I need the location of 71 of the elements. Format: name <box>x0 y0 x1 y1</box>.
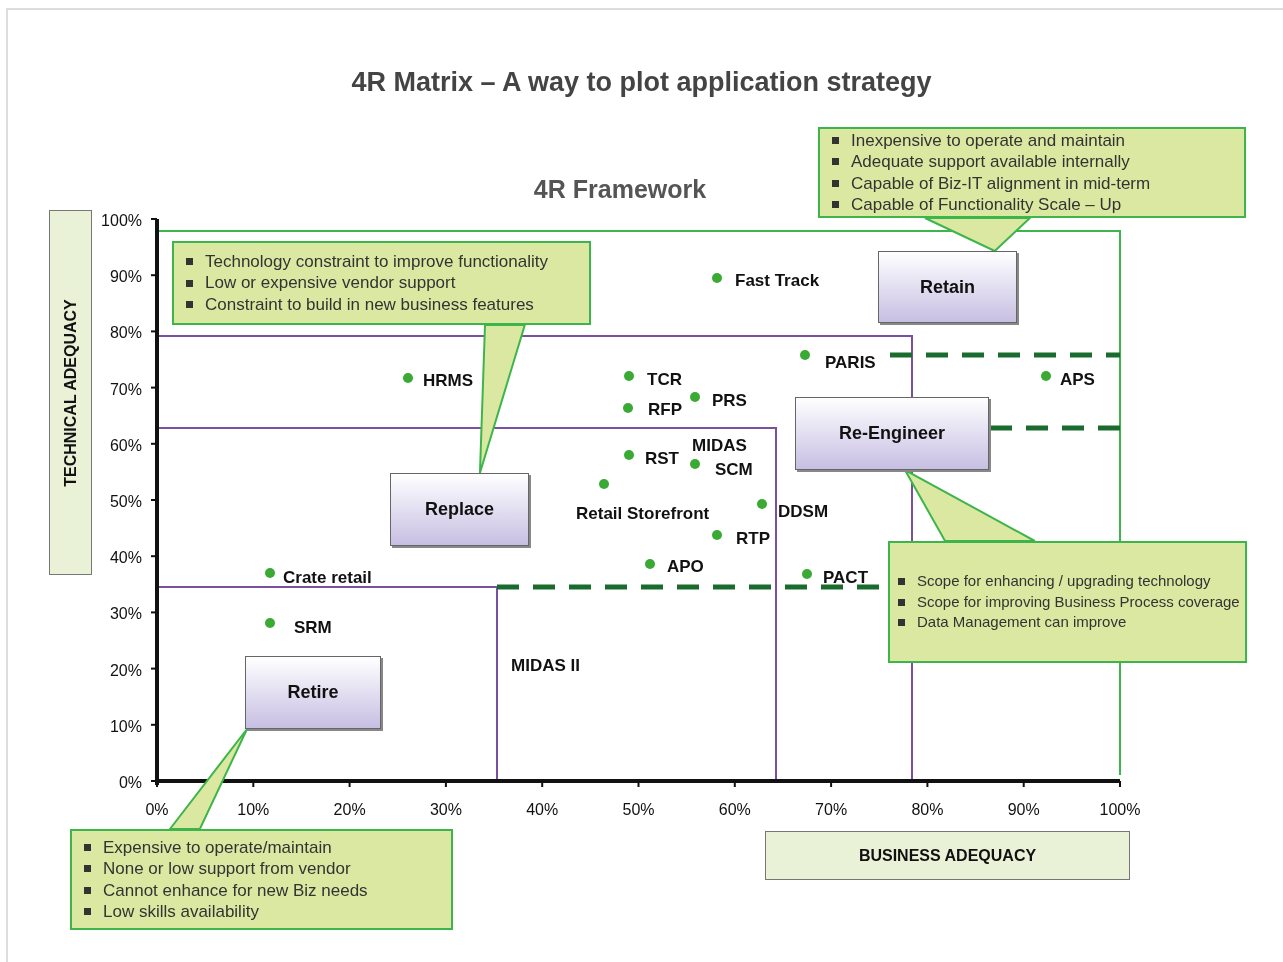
application-label: Crate retail <box>283 567 372 589</box>
application-label: MIDAS II <box>511 655 580 677</box>
bullet-text: Data Management can improve <box>917 613 1127 633</box>
application-label: RTP <box>736 528 770 550</box>
application-label: PRS <box>712 390 747 412</box>
axis-title: BUSINESS ADEQUACY <box>858 845 1037 866</box>
x-tick-label: 0% <box>144 800 170 820</box>
axis-title: TECHNICAL ADEQUACY <box>60 298 80 487</box>
bullet-text: Expensive to operate/maintain <box>103 837 332 859</box>
y-tick-label: 20% <box>109 660 142 681</box>
application-label: MIDAS <box>692 435 747 457</box>
bullet-text: Technology constraint to improve functionality <box>205 251 548 273</box>
quadrant-box <box>878 251 1017 323</box>
x-tick-label: 60% <box>717 800 752 820</box>
application-label: DDSM <box>778 501 829 523</box>
x-tick-label: 70% <box>814 800 849 820</box>
application-label: APO <box>667 556 704 578</box>
bullet-text: Scope for improving Business Process coverage <box>917 592 1240 612</box>
bullet-text: Low skills availability <box>103 900 259 922</box>
axis-title-box <box>765 831 1130 880</box>
x-tick-label: 30% <box>428 800 463 820</box>
x-tick-label: 50% <box>621 800 656 820</box>
application-label: RST <box>645 448 679 470</box>
bullet-text: Capable of Biz-IT alignment in mid-term <box>851 172 1151 194</box>
quadrant-box <box>795 397 989 470</box>
x-tick-label: 80% <box>910 800 945 820</box>
application-label: TCR <box>647 369 682 391</box>
bullet-text: Scope for enhancing / upgrading technology <box>917 571 1211 591</box>
callout-pointer <box>167 728 249 830</box>
quadrant-box <box>390 473 529 546</box>
y-tick-label: 50% <box>109 492 142 512</box>
application-label: PARIS <box>825 352 876 374</box>
bullet-text: Adequate support available internally <box>851 151 1130 173</box>
chart-title: 4R Framework <box>532 174 708 205</box>
diagram-title: 4R Matrix – A way to plot application strategy <box>350 66 933 99</box>
y-tick-label: 100% <box>101 211 142 231</box>
quadrant-box <box>245 656 381 729</box>
y-tick-label: 10% <box>109 716 142 737</box>
y-tick-label: 70% <box>109 379 142 400</box>
bullet-text: Inexpensive to operate and maintain <box>851 130 1126 152</box>
application-label: SCM <box>715 459 753 481</box>
application-label: HRMS <box>423 370 474 392</box>
y-tick-label: 0% <box>118 773 142 793</box>
quadrant-label: Replace <box>424 498 494 521</box>
y-tick-label: 40% <box>109 548 142 569</box>
x-tick-label: 40% <box>525 800 560 820</box>
bullet-text: Capable of Functionality Scale – Up <box>851 193 1122 215</box>
application-label: Retail Storefront <box>576 503 710 525</box>
quadrant-label: Re-Engineer <box>839 422 945 445</box>
x-tick-label: 20% <box>332 800 367 820</box>
application-label: PACT <box>823 567 868 589</box>
y-tick-label: 30% <box>109 604 142 625</box>
axis-title-box <box>49 210 92 575</box>
y-tick-label: 90% <box>109 267 142 288</box>
x-tick-label: 10% <box>236 800 271 820</box>
bullet-text: Constraint to build in new business features <box>205 293 534 315</box>
application-label: APS <box>1060 369 1095 391</box>
bullet-text: None or low support from vendor <box>103 858 351 880</box>
application-label: SRM <box>294 617 332 639</box>
application-label: RFP <box>648 399 682 421</box>
bullet-text: Low or expensive vendor support <box>205 272 456 294</box>
application-label: Fast Track <box>735 270 820 292</box>
x-tick-label: 90% <box>1006 800 1041 820</box>
callout-pointer <box>478 324 527 474</box>
bullet-text: Cannot enhance for new Biz needs <box>103 879 368 901</box>
x-tick-label: 100% <box>1098 800 1142 820</box>
callout-pointer <box>924 217 1033 253</box>
y-tick-label: 80% <box>109 323 142 344</box>
quadrant-label: Retain <box>920 275 975 299</box>
quadrant-label: Retire <box>287 681 339 704</box>
y-tick-label: 60% <box>109 435 142 456</box>
